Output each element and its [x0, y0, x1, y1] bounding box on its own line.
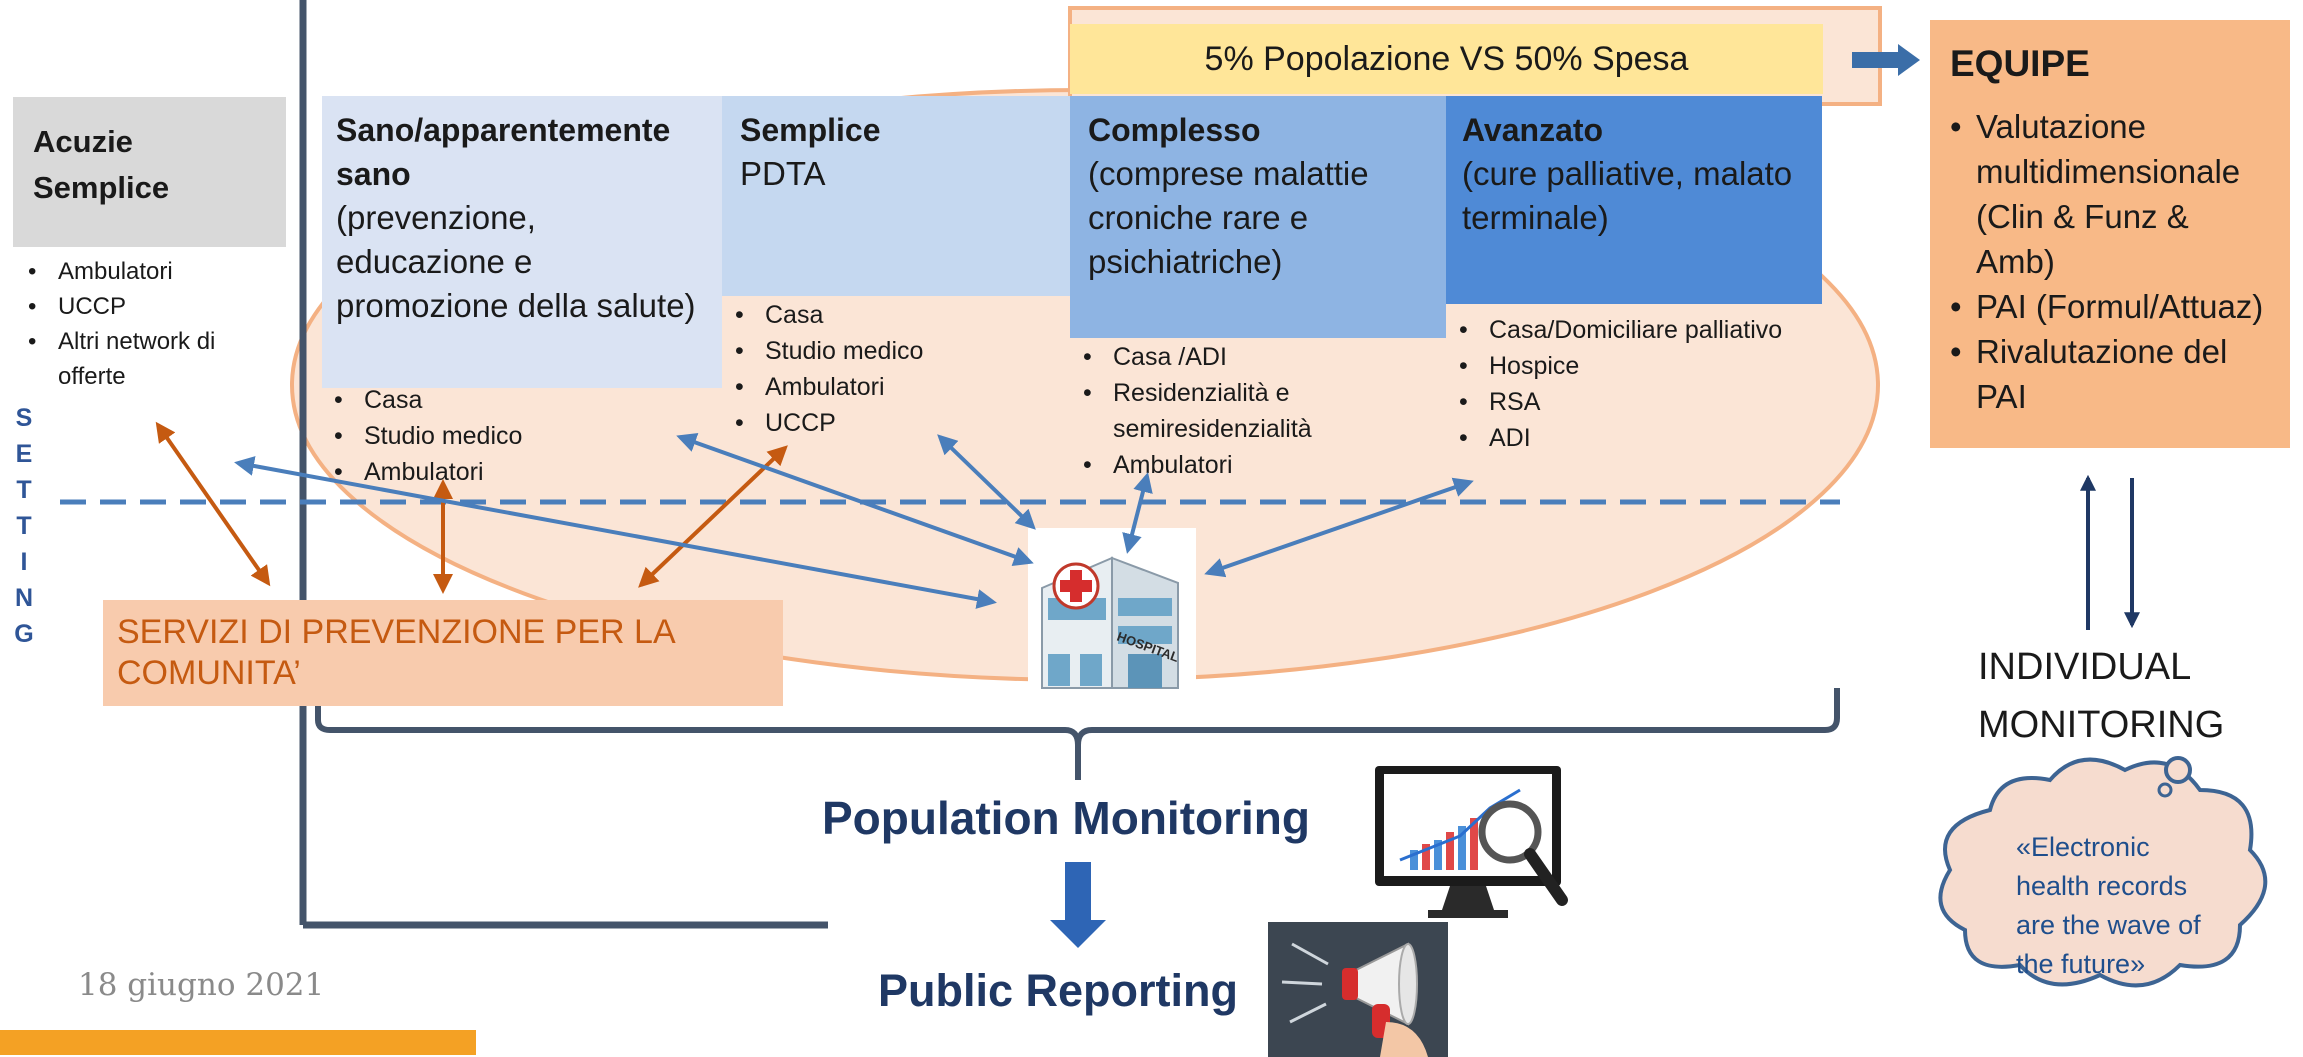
list-item: Ambulatori	[326, 454, 656, 490]
sano-desc: (prevenzione, educazione e promozione de…	[336, 199, 696, 324]
semplice-desc: PDTA	[740, 155, 826, 192]
megaphone-icon	[1268, 922, 1448, 1057]
list-item: PAI (Formul/Attuaz)	[1950, 284, 2270, 329]
servizi-text: SERVIZI DI PREVENZIONE PER LA COMUNITA’	[117, 613, 674, 692]
avanzato-title: Avanzato	[1462, 112, 1604, 148]
acuzie-box: Acuzie Semplice	[13, 97, 286, 247]
semplice-list: Casa Studio medico Ambulatori UCCP	[727, 297, 1027, 441]
setting-label: S E T T I N G	[4, 400, 44, 652]
equipe-list: Valutazione multidimensionale (Clin & Fu…	[1950, 104, 2270, 419]
avanzato-list: Casa/Domiciliare palliativo Hospice RSA …	[1451, 312, 1831, 456]
equipe-box: EQUIPE Valutazione multidimensionale (Cl…	[1930, 20, 2290, 448]
list-item: Ambulatori	[1075, 447, 1375, 483]
hospital-icon: HOSPITAL	[1028, 528, 1196, 698]
list-item: Ambulatori	[727, 369, 1027, 405]
acuzie-title: Acuzie Semplice	[33, 124, 170, 205]
list-item: UCCP	[20, 289, 280, 324]
public-reporting-label: Public Reporting	[878, 965, 1238, 1016]
cloud-shape	[1938, 756, 2268, 988]
list-item: Ambulatori	[20, 254, 280, 289]
list-item: Casa /ADI	[1075, 339, 1375, 375]
individual-monitoring-label: INDIVIDUAL MONITORING	[1978, 646, 2225, 746]
list-item: UCCP	[727, 405, 1027, 441]
monitor-chart-icon	[1375, 766, 1568, 918]
footer-date: 18 giugno 2021	[78, 967, 325, 1003]
list-item: Valutazione multidimensionale (Clin & Fu…	[1950, 104, 2270, 284]
list-item: Altri network di offerte	[20, 324, 280, 394]
list-item: Casa	[727, 297, 1027, 333]
list-item: Studio medico	[727, 333, 1027, 369]
servizi-box: SERVIZI DI PREVENZIONE PER LA COMUNITA’	[103, 600, 783, 706]
list-item: Studio medico	[326, 418, 656, 454]
banner: 5% Popolazione VS 50% Spesa	[1070, 24, 1823, 94]
setting-letter: E	[15, 440, 33, 468]
sano-list: Casa Studio medico Ambulatori	[326, 382, 656, 490]
list-item: Hospice	[1451, 348, 1831, 384]
complesso-title: Complesso	[1088, 112, 1261, 148]
complesso-list: Casa /ADI Residenzialità e semiresidenzi…	[1075, 339, 1375, 483]
cloud-quote: «Electronic health records are the wave …	[2016, 832, 2201, 979]
semplice-title: Semplice	[740, 112, 881, 148]
setting-letter: T	[16, 476, 32, 504]
acuzie-list: Ambulatori UCCP Altri network di offerte	[20, 254, 280, 394]
setting-letter: G	[14, 620, 34, 648]
list-item: Rivalutazione del PAI	[1950, 329, 2270, 419]
avanzato-box: Avanzato (cure palliative, malato termin…	[1446, 96, 1822, 304]
list-item: Casa	[326, 382, 656, 418]
banner-text: 5% Popolazione VS 50% Spesa	[1204, 40, 1689, 78]
list-item: Casa/Domiciliare palliativo	[1451, 312, 1831, 348]
population-monitoring-label: Population Monitoring	[822, 792, 1311, 844]
avanzato-desc: (cure palliative, malato terminale)	[1462, 155, 1793, 236]
setting-letter: T	[16, 512, 32, 540]
sano-title: Sano/apparentemente sano	[336, 112, 671, 192]
list-item: Residenzialità e semiresidenzialità	[1075, 375, 1375, 447]
complesso-box: Complesso (comprese malattie croniche ra…	[1070, 96, 1446, 338]
setting-letter: I	[20, 548, 28, 576]
footer-accent-bar	[0, 1030, 476, 1055]
equipe-title: EQUIPE	[1950, 43, 2090, 84]
semplice-box: Semplice PDTA	[722, 96, 1070, 296]
complesso-desc: (comprese malattie croniche rare e psich…	[1088, 155, 1369, 280]
list-item: ADI	[1451, 420, 1831, 456]
setting-letter: N	[14, 584, 34, 612]
sano-box: Sano/apparentemente sano (prevenzione, e…	[322, 96, 722, 388]
population-bracket	[315, 688, 1840, 780]
list-item: RSA	[1451, 384, 1831, 420]
setting-letter: S	[15, 404, 33, 432]
